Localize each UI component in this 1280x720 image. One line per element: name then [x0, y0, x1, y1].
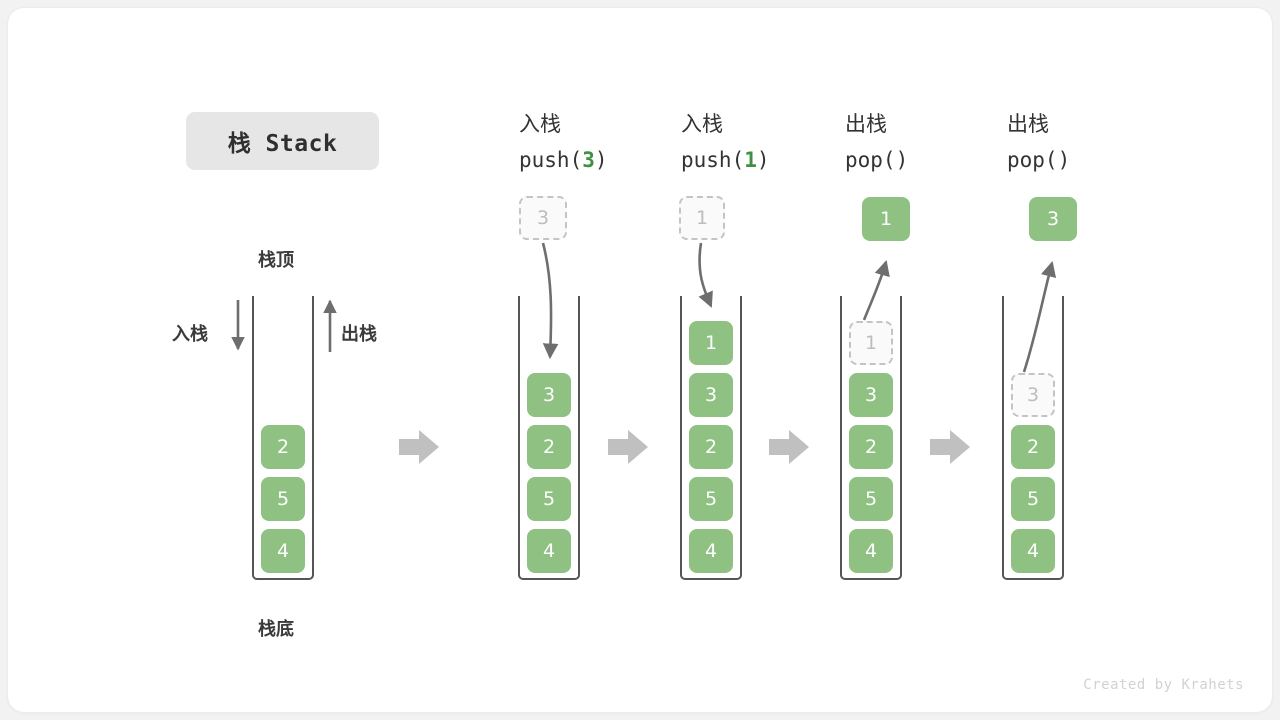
pop-direction-label: 出栈 [341, 324, 377, 345]
stack-cell: 4 [849, 529, 893, 573]
stack-cell: 1 [689, 321, 733, 365]
stack-cell: 4 [1011, 529, 1055, 573]
stack-cell: 5 [261, 477, 305, 521]
stack-cell: 5 [1011, 477, 1055, 521]
stack-container-push-1 [680, 296, 742, 580]
stack-top-label: 栈顶 [258, 250, 294, 271]
stage-header-pop-1: 出栈 pop() [845, 106, 908, 178]
stage-header-cn: 出栈 [1007, 112, 1049, 136]
stack-cell: 2 [1011, 425, 1055, 469]
stage-header-push-3: 入栈 push(3) [519, 106, 608, 178]
stack-cell: 4 [261, 529, 305, 573]
stack-cell: 3 [849, 373, 893, 417]
floating-cell-push-1: 1 [679, 196, 725, 240]
stack-container-pop-3 [1002, 296, 1064, 580]
stack-cell: 3 [527, 373, 571, 417]
stage-header-code: push(3) [519, 148, 608, 172]
stage-header-cn: 出栈 [845, 112, 887, 136]
stack-bottom-label: 栈底 [258, 619, 294, 640]
stage-header-cn: 入栈 [519, 112, 561, 136]
stack-container-initial [252, 296, 314, 580]
stack-cell: 2 [849, 425, 893, 469]
stack-cell: 3 [689, 373, 733, 417]
stage-header-push-1: 入栈 push(1) [681, 106, 770, 178]
stack-ghost-cell: 1 [849, 321, 893, 365]
diagram-title-badge: 栈 Stack [186, 112, 379, 170]
stack-container-pop-1 [840, 296, 902, 580]
floating-cell-pop-3: 3 [1029, 197, 1077, 241]
stage-header-pop-3: 出栈 pop() [1007, 106, 1070, 178]
stack-ghost-cell: 3 [1011, 373, 1055, 417]
stack-cell: 2 [261, 425, 305, 469]
push-direction-label: 入栈 [172, 324, 208, 345]
stage-header-code: pop() [845, 148, 909, 172]
stage-header-code: push(1) [681, 148, 770, 172]
stage-header-code: pop() [1007, 148, 1071, 172]
watermark: Created by Krahets [1083, 677, 1244, 693]
floating-cell-push-3: 3 [519, 196, 567, 240]
stack-cell: 2 [527, 425, 571, 469]
stack-cell: 5 [527, 477, 571, 521]
stack-cell: 4 [527, 529, 571, 573]
stage-header-cn: 入栈 [681, 112, 723, 136]
stack-cell: 5 [689, 477, 733, 521]
stack-container-push-3 [518, 296, 580, 580]
stack-cell: 4 [689, 529, 733, 573]
stack-cell: 2 [689, 425, 733, 469]
stack-cell: 5 [849, 477, 893, 521]
floating-cell-pop-1: 1 [862, 197, 910, 241]
